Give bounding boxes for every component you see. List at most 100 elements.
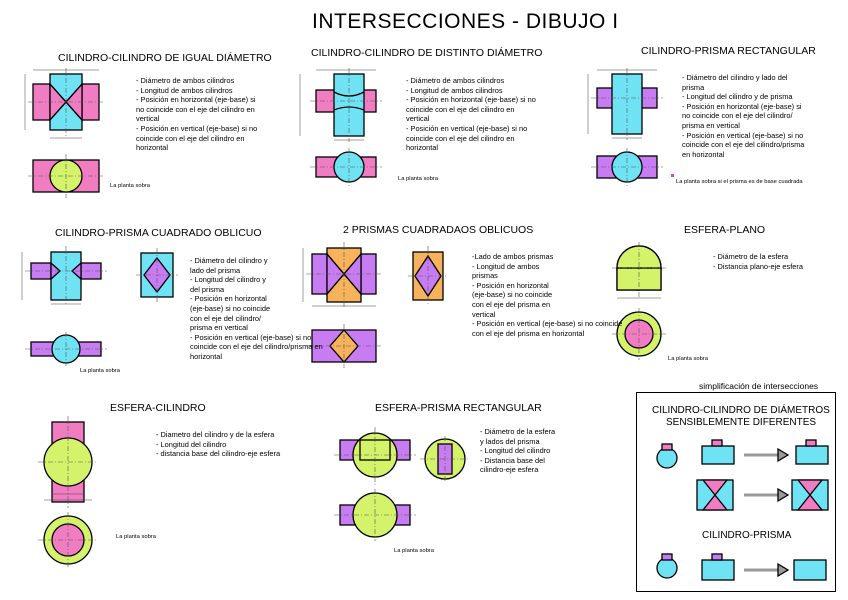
plan-cylinder-section (333, 151, 365, 183)
simplif-box (636, 392, 836, 592)
simplif-nub (661, 443, 673, 451)
bullet-line: prisma en vertical (190, 323, 248, 333)
bullet-line: coincide con el eje del cilindro en (406, 133, 515, 143)
bullet-line: - Distancia plano-eje esfera (713, 261, 803, 271)
bullet-line: horizontal (190, 351, 223, 361)
bullet-line: y lados del prisma (480, 436, 540, 446)
simplif-nub (711, 439, 723, 447)
plan-cylinder-section (611, 151, 643, 183)
bullet-line: en horizontal (682, 149, 725, 159)
bullet-line: - Posición en vertical (eje-base) si no (136, 123, 258, 133)
simplif-arrow-head (777, 447, 790, 463)
bullet-line: - Longitud del cilindro y (190, 275, 267, 285)
bullet-line: prismas (472, 271, 498, 281)
bullet-line: coincide con el eje del cilindro/prisma (682, 140, 805, 150)
bullet-line: - Diámetro del cilindro y lado del (682, 73, 788, 82)
note-esfera-cil: La planta sobra (116, 534, 156, 540)
bullet-line: - Diametro del cilindro y de la esfera (156, 430, 275, 439)
bullet-line: con el eje del prisma en horizontal (472, 328, 585, 338)
note-cc-igual: La planta sobra (110, 183, 150, 189)
bullet-line: con el eje del prisma en (472, 299, 551, 309)
bullet-line: vertical (136, 114, 160, 124)
bullet-line: no coincide con el eje del cilindro en (136, 104, 255, 114)
bullet-line: - Posición en horizontal (eje-base) si n… (406, 95, 536, 105)
bullet-line: - Posición en vertical (eje-base) si no (190, 332, 312, 342)
heading-esfera-prisma: ESFERA-PRISMA RECTANGULAR (375, 402, 542, 414)
bullet-line: - Posición en vertical (eje-base) si no (682, 130, 804, 140)
simplif-nub (805, 439, 817, 447)
simplif-heading-2: SENSIBLEMENTE DIFERENTES (666, 417, 817, 428)
bullet-line: - Posición en horizontal (472, 280, 549, 290)
bullets-esfera-cil: - Diametro del cilindro y de la esfera- … (156, 430, 280, 459)
note-cp-oblicuo: La planta sobra (80, 368, 120, 374)
heading-esfera-cil: ESFERA-CILINDRO (110, 402, 206, 414)
note-esfera-plano: La planta sobra (668, 356, 708, 362)
simplif-arrow-head (777, 562, 790, 578)
bullets-cc-igual: - Diámetro de ambos cilindros- Longitud … (136, 76, 257, 153)
bullet-line: - Diámetro de ambos cilindros (136, 76, 235, 85)
heading-cc-igual: CILINDRO-CILINDRO DE IGUAL DIÁMETRO (58, 52, 272, 64)
bullet-line: - Posición en vertical (eje-base) si no … (472, 319, 623, 329)
bullet-line: - Distancia base del (480, 455, 545, 465)
simplif-hourglass (701, 479, 729, 511)
vertical-cylinder (611, 73, 643, 135)
heading-esfera-plano: ESFERA-PLANO (684, 224, 766, 236)
heading-cp-rect: CILINDRO-PRISMA RECTANGULAR (641, 45, 816, 57)
bullet-line: prisma (682, 82, 705, 92)
bullet-line: horizontal (406, 143, 439, 153)
simplif-arrow-head (777, 487, 790, 503)
bullet-line: (eje-base) si no coincide (472, 290, 553, 300)
bullet-line: prisma en vertical (682, 120, 740, 130)
simplif-caption: simplificación de intersecciones (699, 381, 819, 391)
bullet-line: - Longitud del cilindro (480, 446, 551, 456)
bullet-line: - Diámetro del cilindro y (190, 256, 268, 265)
bullet-line: - Posición en horizontal (190, 294, 267, 304)
note-esfera-prisma: La planta sobra (394, 548, 434, 554)
bullet-line: del prisma (190, 284, 225, 294)
bullet-line: - Longitud de ambos (472, 261, 540, 271)
bullets-pp-oblicuos: -Lado de ambos prismas- Longitud de ambo… (472, 252, 622, 338)
intersection-curve (333, 106, 365, 111)
bullet-line: - distancia base del cilindro-eje esfera (156, 449, 281, 459)
bullet-line: - Longitud de ambos cilindros (136, 85, 233, 95)
bullet-line: - Posición en horizontal (eje-base) si (136, 95, 256, 105)
bullet-line: coincide con el eje del cilindro en (136, 133, 245, 143)
simplif-heading-3: CILINDRO-PRISMA (702, 530, 792, 541)
bullet-line: vertical (406, 114, 430, 124)
simplif-prism-nub (711, 553, 723, 561)
note-marker (671, 174, 674, 177)
heading-cp-oblicuo: CILINDRO-PRISMA CUADRADO OBLICUO (55, 227, 262, 239)
bullet-line: - Longitud de ambos cilindros (406, 85, 503, 95)
page-title: INTERSECCIONES - DIBUJO I (312, 10, 619, 33)
bullet-line: - Posición en horizontal (eje-base) si (682, 101, 802, 111)
note-cp-rect: La planta sobra si el prisma es de base … (676, 179, 803, 185)
bullet-line: - Diámetro de la esfera (480, 427, 556, 436)
bullet-line: no coincide con el eje del cilindro/ (682, 111, 793, 121)
simplif-prism-nub (661, 553, 673, 561)
simplif-hourglass (796, 479, 824, 511)
bullet-line: lado del prisma (190, 265, 241, 275)
bullet-line: - Diámetro de ambos cilindros (406, 76, 505, 85)
note-cc-distinto: La planta sobra (398, 176, 438, 182)
bullet-line: -Lado de ambos prismas (472, 252, 554, 261)
heading-pp-oblicuos: 2 PRISMAS CUADRADAOS OBLICUOS (343, 224, 534, 236)
bullets-esfera-plano: - Diámetro de la esfera- Distancia plano… (713, 252, 803, 271)
bullet-line: cilindro-eje esfera (480, 465, 539, 475)
bullet-line: coincide con el eje del cilindro en (406, 104, 515, 114)
bullet-line: (eje-base) si no coincide (190, 303, 271, 313)
bullet-line: - Longitud del cilindro (156, 439, 227, 449)
bullet-line: horizontal (136, 143, 169, 153)
bullet-line: con el eje del cilindro/ (190, 313, 262, 323)
bullet-line: - Longitud del cilindro y de prisma (682, 92, 793, 102)
bullet-line: - Diámetro de la esfera (713, 252, 789, 261)
simplif-prism-result (793, 559, 827, 581)
bullet-line: vertical (472, 309, 496, 319)
heading-cc-distinto: CILINDRO-CILINDRO DE DISTINTO DIÁMETRO (311, 47, 543, 59)
bullets-cc-distinto: - Diámetro de ambos cilindros- Longitud … (406, 76, 536, 153)
bullet-line: coincide con el eje del cilindro/prisma … (190, 342, 323, 352)
